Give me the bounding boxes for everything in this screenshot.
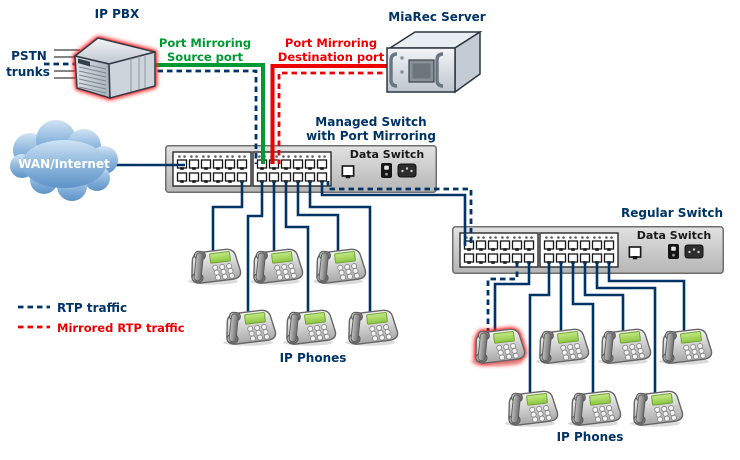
ip-phone-icon xyxy=(345,307,398,346)
ip-phone-icon xyxy=(283,307,336,346)
ip-phones-right-label: IP Phones xyxy=(557,430,624,444)
managed-switch-panel-label: Data Switch xyxy=(350,148,425,161)
ip-phone-icon xyxy=(568,388,621,427)
ip-phones-left-label: IP Phones xyxy=(280,351,347,365)
destination-port-label-line2: Destination port xyxy=(278,50,385,64)
legend-rtp-label: RTP traffic xyxy=(57,301,127,315)
pstn-label-line2: trunks xyxy=(6,65,50,79)
managed-switch-label-line2: with Port Mirroring xyxy=(306,129,436,143)
ip-phone-icon xyxy=(598,326,651,365)
mirrored-ip-phone-icon xyxy=(472,326,525,365)
miarec-server-label: MiaRec Server xyxy=(388,10,485,24)
ip-pbx-icon xyxy=(73,37,156,100)
wan-label: WAN/Internet xyxy=(18,157,110,171)
ip-phone-icon xyxy=(250,246,303,285)
connection-lines xyxy=(108,63,686,400)
ip-phone-icon xyxy=(630,388,683,427)
ip-phone-icon xyxy=(223,307,276,346)
mirroring-destination-line xyxy=(270,64,398,164)
mirrored-rtp-dashed-line xyxy=(277,71,392,164)
cloud-icon: WAN/Internet xyxy=(10,120,118,201)
source-port-label-line2: Source port xyxy=(167,50,243,64)
regular-switch-panel-label: Data Switch xyxy=(637,229,712,242)
rtp-dashed-to-mirrored-phone xyxy=(486,262,519,340)
pstn-label-line1: PSTN xyxy=(11,49,47,63)
rtp-dashed-to-regular-switch xyxy=(326,181,473,246)
legend-mirrored-label: Mirrored RTP traffic xyxy=(57,321,185,335)
regular-switch-label: Regular Switch xyxy=(621,206,723,220)
ip-pbx-label: IP PBX xyxy=(95,7,140,21)
rtp-dashed-pbx-to-switch xyxy=(148,69,258,164)
legend: RTP traffic Mirrored RTP traffic xyxy=(18,301,185,335)
switch-to-switch-line xyxy=(320,181,467,246)
ip-phone-icon xyxy=(659,326,712,365)
miarec-server-icon xyxy=(386,30,483,94)
ip-phone-group-left xyxy=(188,246,398,346)
mirroring-source-line xyxy=(150,63,265,164)
managed-switch-label-line1: Managed Switch xyxy=(315,115,426,129)
source-port-label-line1: Port Mirroring xyxy=(159,36,251,50)
ip-phone-icon xyxy=(313,246,366,285)
ip-phone-icon xyxy=(536,326,589,365)
destination-port-label-line1: Port Mirroring xyxy=(285,36,377,50)
ip-phone-icon xyxy=(188,246,241,285)
ip-phone-icon xyxy=(505,388,558,427)
